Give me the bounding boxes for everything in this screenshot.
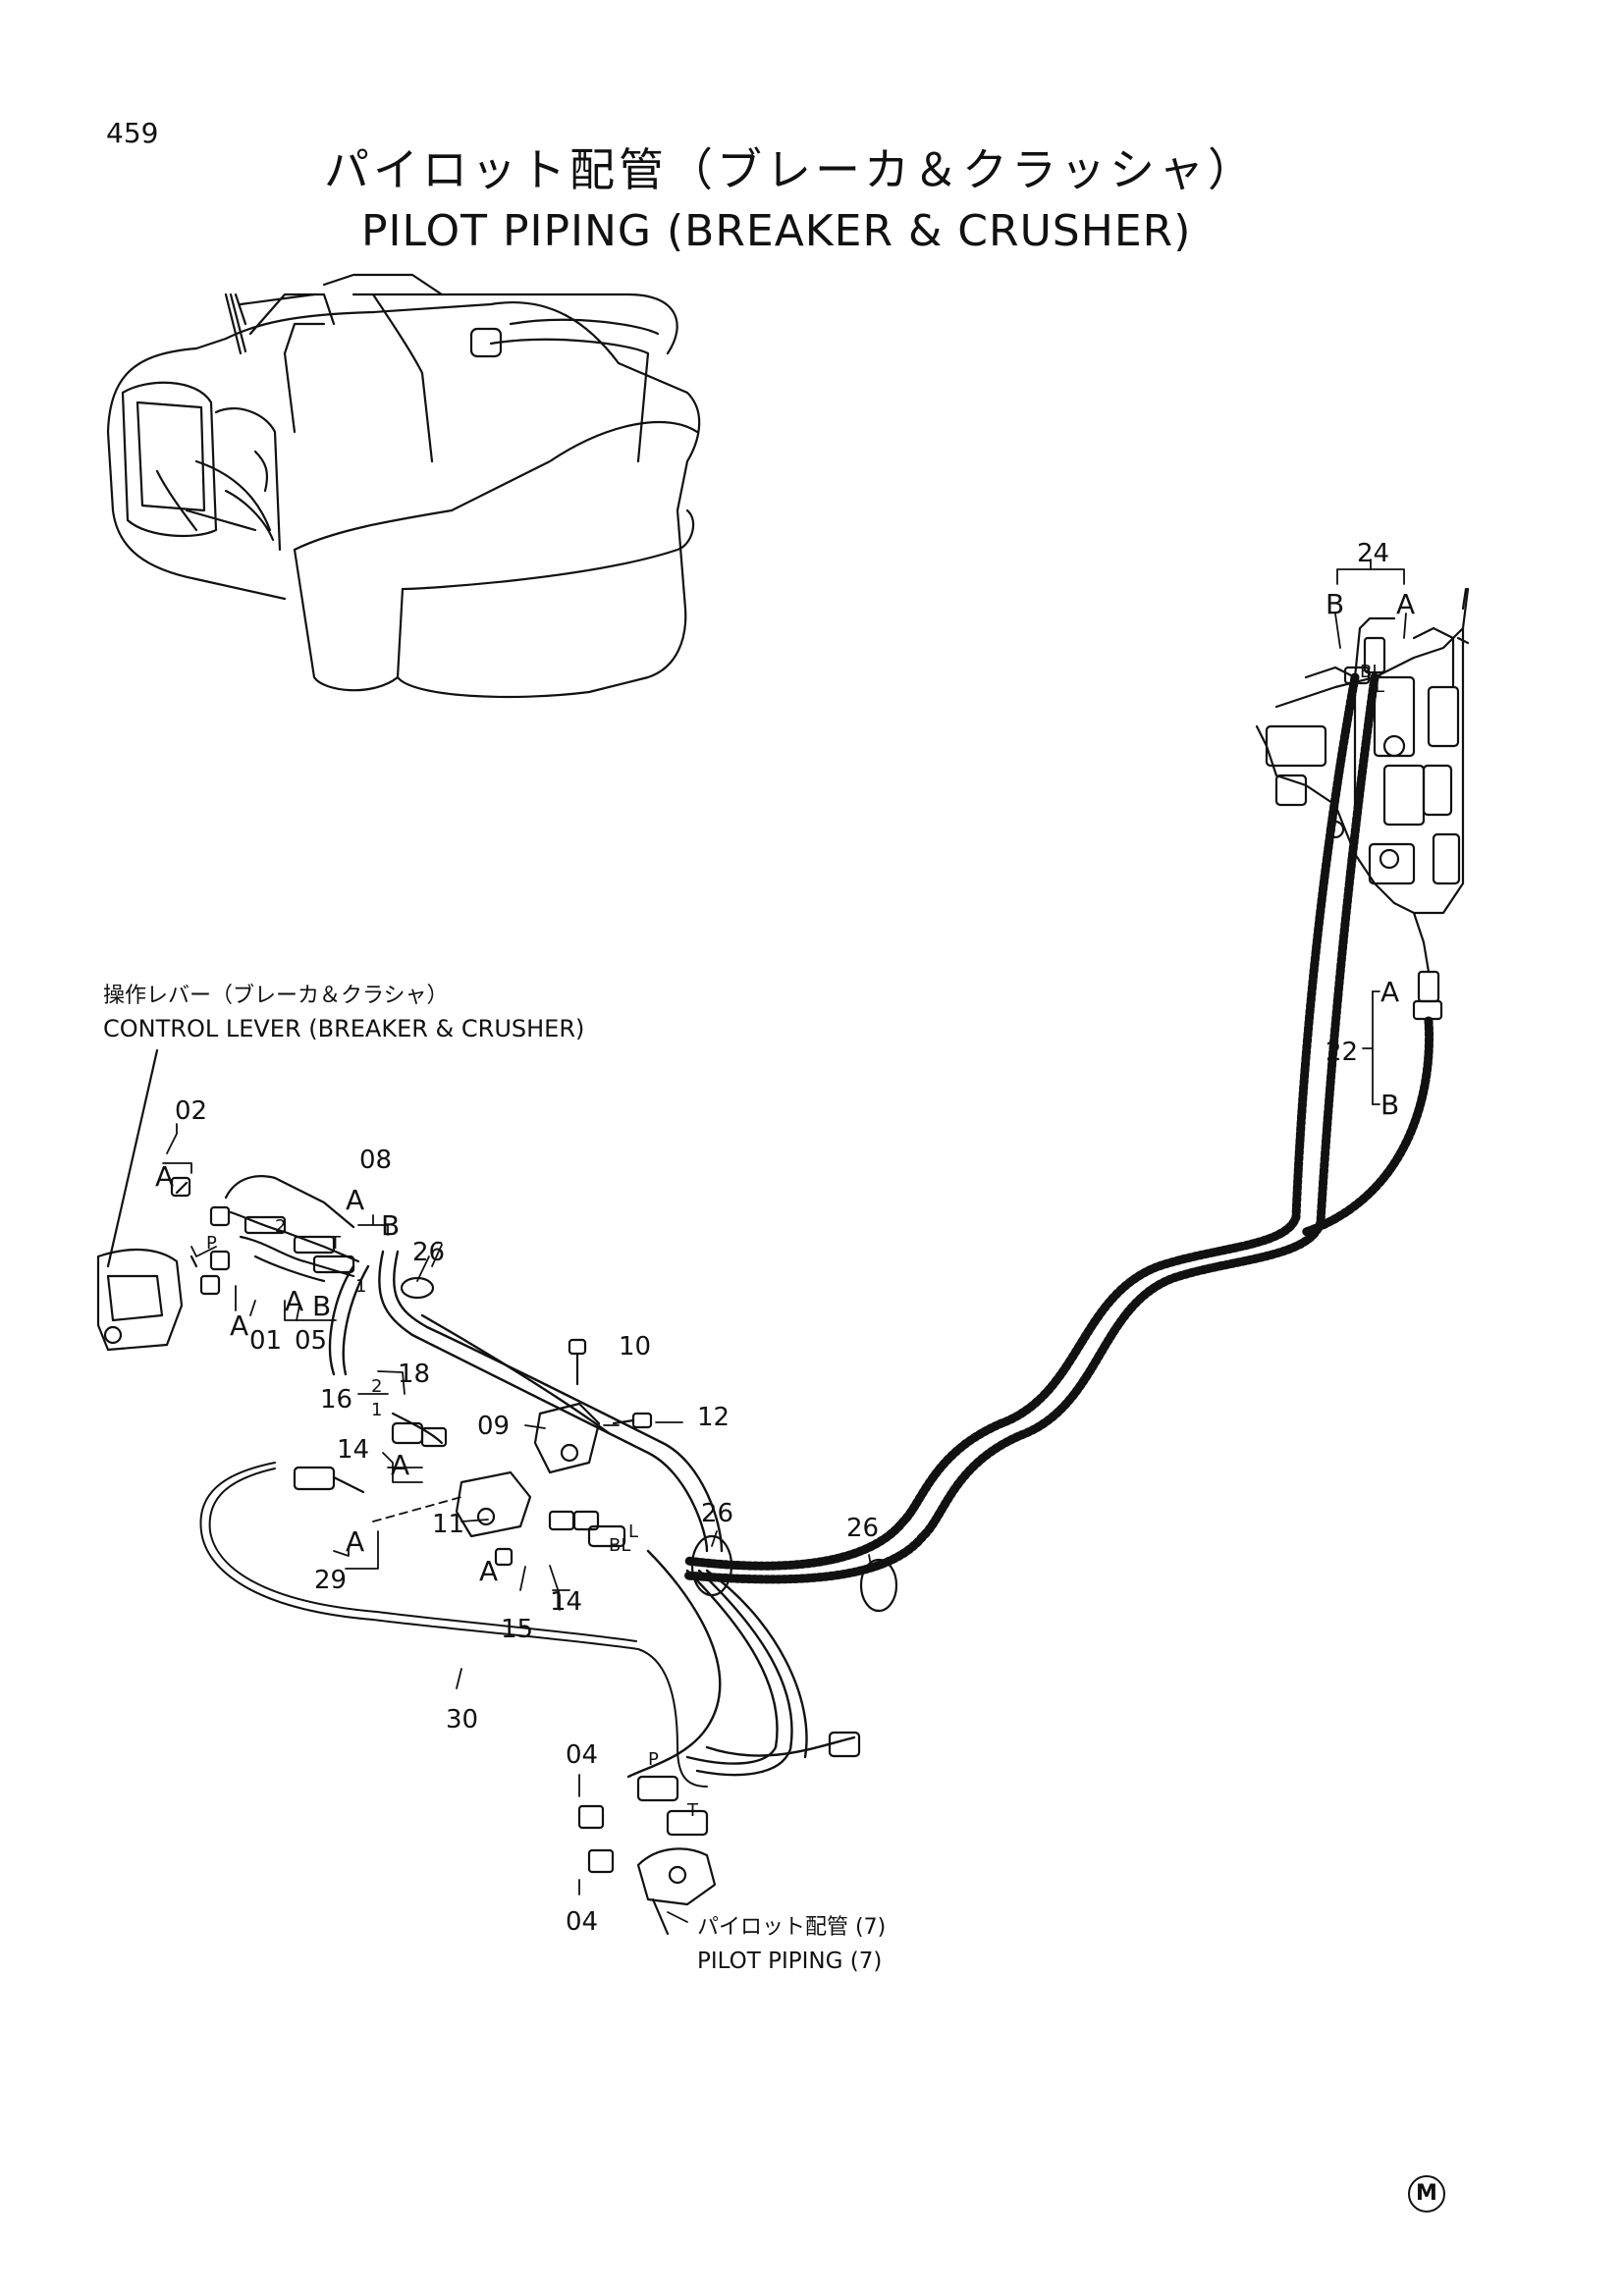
callout-14-b: 14 — [550, 1587, 582, 1617]
port-b-hose-22: B — [1380, 1089, 1399, 1121]
port-p-pilot: P — [648, 1749, 659, 1770]
page-title-japanese: パイロット配管（ブレーカ＆クラッシャ） — [324, 143, 1257, 196]
hose-end-2-lower: 2 — [371, 1376, 382, 1397]
port-b-valve: B — [1325, 588, 1344, 620]
port-b-05: B — [312, 1290, 331, 1322]
callout-26-b: 26 — [701, 1499, 733, 1528]
leader-lines — [162, 559, 1407, 1923]
port-a-14: A — [391, 1449, 409, 1481]
port-a-15: A — [479, 1555, 498, 1587]
port-t-pilot: T — [686, 1800, 699, 1821]
page-title-english: PILOT PIPING (BREAKER & CRUSHER) — [361, 206, 1192, 256]
hose-fittings — [1343, 636, 1443, 1021]
copyright-mark: M — [1408, 2175, 1445, 2213]
line-30 — [199, 1462, 708, 1788]
callout-22: 22 — [1325, 1038, 1358, 1067]
port-b-08: B — [381, 1209, 400, 1242]
port-labels: B A BL A B L A P A A B A B T 2 1 2 1 A A… — [155, 588, 1434, 1821]
callout-24: 24 — [1357, 539, 1389, 568]
callout-12: 12 — [697, 1403, 730, 1432]
control-lever-drawing — [96, 1048, 360, 1352]
port-a-05: A — [285, 1285, 303, 1317]
callout-11: 11 — [432, 1510, 464, 1539]
port-bl-valve: BL — [1360, 662, 1381, 682]
callout-04-b: 04 — [566, 1907, 598, 1937]
main-hose-bundle — [682, 672, 1434, 1584]
callout-04-a: 04 — [566, 1740, 598, 1770]
port-a-hose-22: A — [1380, 976, 1399, 1008]
hose-clamps — [400, 1276, 898, 1613]
excavator-overview-drawing — [106, 273, 701, 699]
callout-09: 09 — [477, 1412, 510, 1441]
callout-14-a: 14 — [337, 1435, 369, 1465]
callout-26-c: 26 — [846, 1514, 879, 1543]
callout-18: 18 — [398, 1360, 430, 1389]
hose-end-1-upper: 1 — [355, 1276, 366, 1297]
port-a-08: A — [346, 1184, 364, 1216]
shuttle-valve-drawing — [293, 1338, 653, 1567]
port-l-hose-22: L — [1424, 1017, 1434, 1038]
port-bl-lower: BL — [609, 1535, 630, 1556]
hose-end-1-lower: 1 — [371, 1400, 382, 1420]
callout-08: 08 — [359, 1146, 392, 1175]
pilot-piping-7-drawing — [577, 1731, 861, 1936]
pilot-piping-ref-japanese: パイロット配管 (7) — [697, 1915, 887, 1940]
page-number: 459 — [106, 117, 159, 149]
port-l-lower: L — [628, 1522, 638, 1542]
port-a-valve: A — [1396, 588, 1415, 620]
pilot-lines — [328, 1250, 856, 1779]
callout-05: 05 — [295, 1326, 327, 1356]
callout-02: 02 — [175, 1096, 207, 1126]
callout-labels: 02 01 05 08 26 10 12 09 11 16 18 14 14 1… — [175, 539, 1389, 1937]
pilot-piping-ref-english: PILOT PIPING (7) — [697, 1949, 883, 1974]
port-l-valve: L — [1375, 676, 1384, 697]
port-p-lever: P — [206, 1233, 217, 1254]
control-lever-label-english: CONTROL LEVER (BREAKER & CRUSHER) — [103, 1015, 585, 1042]
callout-30: 30 — [446, 1705, 478, 1735]
callout-26-a: 26 — [412, 1238, 445, 1267]
callout-29: 29 — [314, 1566, 347, 1595]
port-a-29: A — [346, 1525, 364, 1558]
callout-15: 15 — [501, 1615, 533, 1644]
port-a-01: A — [230, 1309, 248, 1342]
callout-10: 10 — [619, 1332, 651, 1362]
callout-16: 16 — [320, 1385, 352, 1415]
callout-01: 01 — [249, 1326, 282, 1356]
port-a-lever: A — [155, 1160, 174, 1193]
hose-end-2-upper: 2 — [275, 1216, 286, 1237]
port-t-lever: T — [329, 1233, 342, 1254]
control-lever-label-japanese: 操作レバー（ブレーカ＆クラシャ） — [103, 984, 449, 1008]
